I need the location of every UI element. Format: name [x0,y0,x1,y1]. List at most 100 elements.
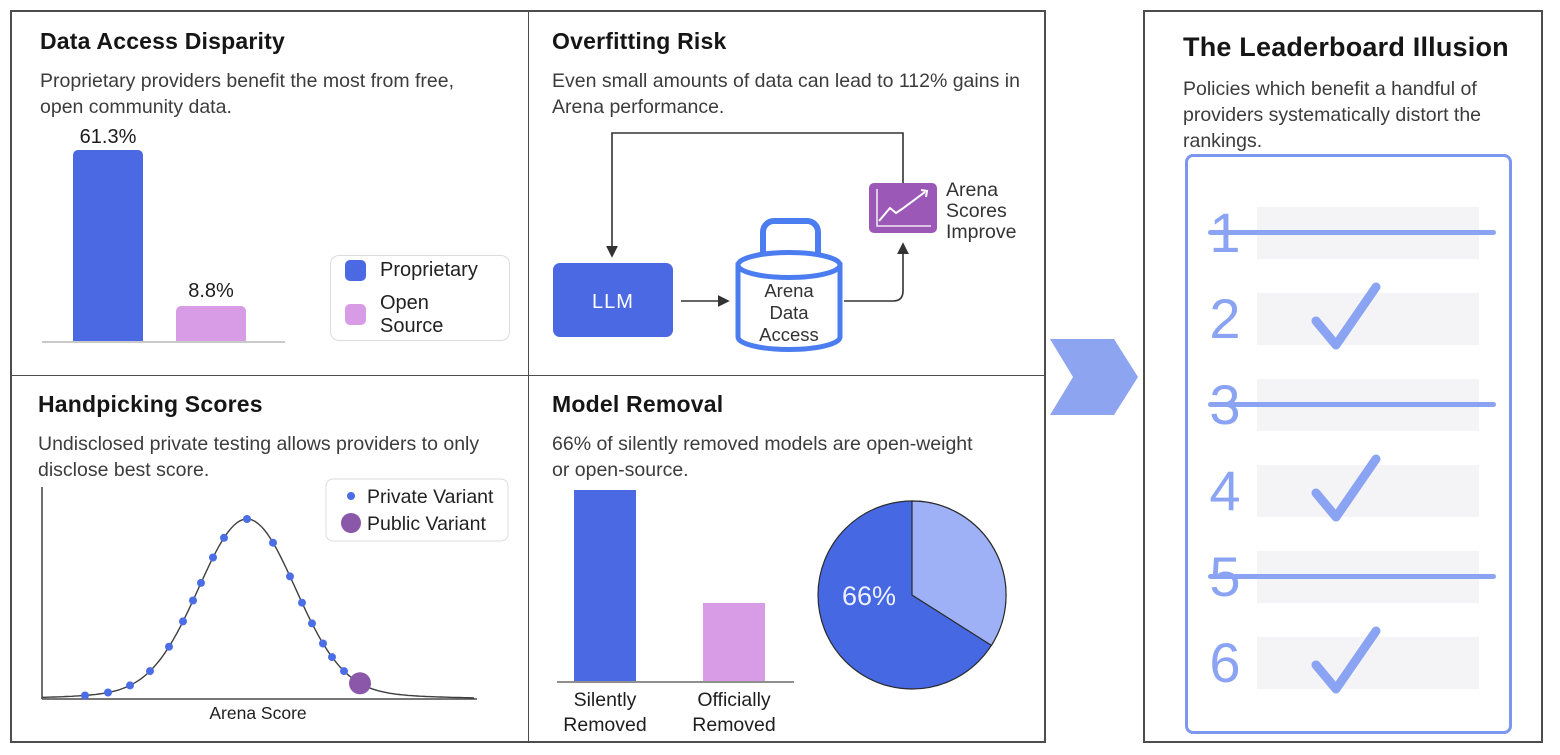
label-line: Officially [697,689,771,711]
private-variant-dot [298,598,306,607]
panel-title: Handpicking Scores [38,391,263,417]
panel-model-removal: Model Removal 66% of silently removed mo… [529,376,1044,741]
leaderboard-row-1: 1 [1188,205,1509,261]
open-source-bar [176,306,246,341]
leaderboard-row-6: 6 [1188,626,1509,694]
private-variant-dot [81,691,89,700]
score-distribution-plot: Private Variant Public Variant Arena Sco… [41,478,509,723]
private-variant-dot [104,688,112,697]
leaderboard-row-2: 2 [1188,282,1509,350]
officially-removed-bar [703,603,765,681]
panel-title: The Leaderboard Illusion [1183,32,1509,62]
llm-node [553,263,673,337]
check-icon [1311,282,1381,350]
scores-label-line: Improve [946,221,1016,243]
private-variant-dot-icon [347,492,355,500]
bar-category-label: Officially Removed [679,688,789,738]
legend-label: Private Variant [367,486,494,508]
check-icon [1311,626,1381,694]
llm-label: LLM [592,291,634,313]
quadrant-grid: Data Access Disparity Proprietary provid… [10,10,1046,743]
database-icon-top [735,250,843,280]
bar-value-label: 8.8% [188,280,234,302]
leaderboard-box: 1 2 3 4 5 6 [1185,154,1512,734]
private-variant-dot [146,667,154,676]
private-variant-dot [308,619,316,628]
bell-curve [42,518,475,699]
panel-title: Data Access Disparity [40,28,285,54]
variant-dots [81,515,371,700]
panel-subtitle: Proprietary providers benefit the most f… [40,70,455,118]
data-to-scores-arrow [844,242,909,302]
x-axis-line [42,341,285,343]
legend-label: Open Source [380,291,444,337]
legend-item-open-source: Open Source [345,292,495,338]
private-variant-dot [319,639,327,648]
leaderboard-row-5: 5 [1188,549,1509,605]
x-axis-label: Arena Score [209,703,306,723]
private-variant-dot [179,617,187,626]
removal-pie-chart: 66% [817,500,1007,690]
public-variant-dot-icon [341,513,361,533]
scores-label-line: Scores [946,200,1007,222]
feedback-loop-arrow [606,132,904,258]
private-variant-dot [220,533,228,542]
private-variant-dot [340,667,348,676]
database-label-line: Arena [764,280,814,301]
panel-overfitting-risk: Overfitting Risk Even small amounts of d… [529,12,1044,376]
database-label-line: Access [759,324,819,345]
chart-up-icon-arrowhead [920,189,929,198]
scores-label-line: Arena [946,179,998,201]
strikethrough-line [1208,402,1496,407]
private-variant-dot [286,572,294,581]
leaderboard-row-4: 4 [1188,454,1509,522]
proprietary-swatch [345,259,366,281]
panel-subtitle: 66% of silently removed models are open-… [552,433,973,481]
panel-subtitle: Policies which benefit a handful of prov… [1183,78,1482,152]
private-variant-dot [328,653,336,662]
legend-item-proprietary: Proprietary [345,259,495,282]
label-line: Removed [692,714,776,736]
private-variant-dot [165,642,173,651]
chart-up-icon-trend [878,191,926,222]
silently-removed-bar [574,490,636,681]
rank-number: 2 [1209,287,1241,350]
overfitting-flow-diagram: LLM Arena Data Access Arena Scores Impro… [553,132,1016,352]
leaderboard-row-3: 3 [1188,377,1509,433]
chart-up-icon-axes [876,189,931,227]
proprietary-bar [73,150,143,341]
public-variant-dot [349,672,371,695]
pie-percentage-label: 66% [842,581,896,611]
database-label-line: Data [769,302,809,323]
private-variant-dot [126,681,134,690]
x-axis-line [557,681,794,683]
private-variant-dot [197,578,205,587]
pie-light-slice [911,500,1007,647]
private-variant-dot [243,515,251,523]
panel-subtitle: Undisclosed private testing allows provi… [38,433,480,481]
legend: Proprietary Open Source [330,255,510,341]
panel-title: Model Removal [552,391,724,417]
database-icon [735,262,843,352]
bar-category-label: Silently Removed [550,688,660,738]
check-icon [1311,454,1381,522]
private-variant-dot [189,596,197,605]
legend-label: Public Variant [367,513,486,535]
strikethrough-line [1208,230,1496,235]
open-source-swatch [345,304,366,325]
panel-data-access-disparity: Data Access Disparity Proprietary provid… [12,12,529,376]
bar-value-label: 61.3% [79,126,137,148]
panel-leaderboard-illusion: The Leaderboard Illusion Policies which … [1143,10,1543,743]
strikethrough-line [1208,574,1496,579]
legend-label: Proprietary [380,258,478,281]
panel-handpicking-scores: Handpicking Scores Undisclosed private t… [12,376,529,741]
rank-number: 4 [1209,459,1241,522]
chevron-right-arrow-icon [1050,339,1138,415]
rank-number: 6 [1209,631,1241,694]
label-line: Removed [563,714,647,736]
panel-subtitle: Even small amounts of data can lead to 1… [552,70,1020,118]
panel-title: Overfitting Risk [552,28,727,54]
label-line: Silently [573,689,637,711]
private-variant-dot [209,553,217,562]
legend [325,478,509,542]
